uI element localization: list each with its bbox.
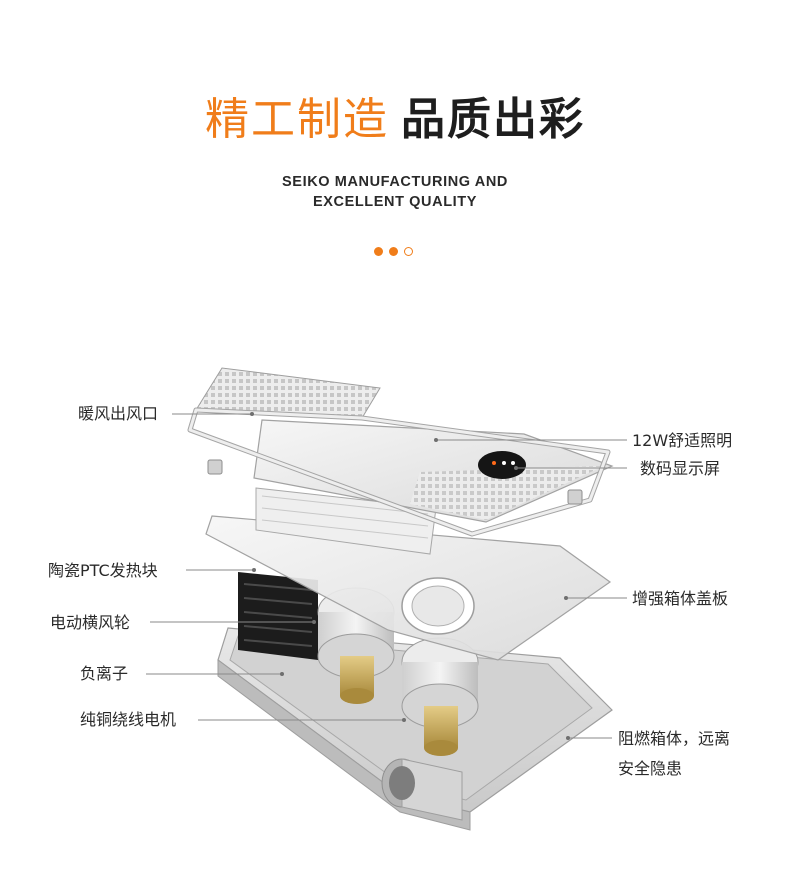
mounting-clip-left <box>207 459 223 475</box>
blower-right <box>401 637 479 756</box>
callout-leader-lines <box>146 413 627 739</box>
cover-plate <box>205 515 612 661</box>
page-subtitle: SEIKO MANUFACTURING AND EXCELLENT QUALIT… <box>0 172 790 212</box>
label-cover-plate: 增强箱体盖板 <box>632 589 729 608</box>
exploded-heater-illustration <box>146 367 627 831</box>
pagination-dot-inactive <box>404 247 413 256</box>
label-lighting: 12W舒适照明 <box>632 431 733 450</box>
pagination-dot-active-1 <box>374 247 383 256</box>
subtitle-line-1: SEIKO MANUFACTURING AND <box>282 174 508 190</box>
pagination-dots <box>374 247 418 257</box>
label-cross-fan: 电动横风轮 <box>50 613 131 632</box>
label-flame-box: 阻燃箱体，远离 安全隐患 <box>618 724 758 784</box>
title-accent-text: 精工制造 <box>205 94 389 145</box>
label-air-outlet: 暖风出风口 <box>78 404 159 423</box>
label-flame-box-line-2: 安全隐患 <box>618 759 683 778</box>
label-copper-motor: 纯铜绕线电机 <box>80 710 177 729</box>
top-grille-frame <box>187 367 611 537</box>
label-ptc-heater: 陶瓷PTC发热块 <box>48 561 158 580</box>
label-display: 数码显示屏 <box>640 459 721 478</box>
subtitle-line-2: EXCELLENT QUALITY <box>312 194 478 210</box>
label-anion: 负离子 <box>80 664 129 683</box>
callout-anchor-dots <box>250 412 570 740</box>
lighting-panel <box>253 419 614 523</box>
label-flame-box-line-1: 阻燃箱体，远离 <box>618 729 731 748</box>
page-title: 精工制造品质出彩 <box>0 92 790 148</box>
ptc-heater-block <box>238 572 318 660</box>
mounting-clip-right <box>567 489 583 505</box>
pagination-dot-active-2 <box>389 247 398 256</box>
title-bold-text: 品质出彩 <box>401 94 585 145</box>
